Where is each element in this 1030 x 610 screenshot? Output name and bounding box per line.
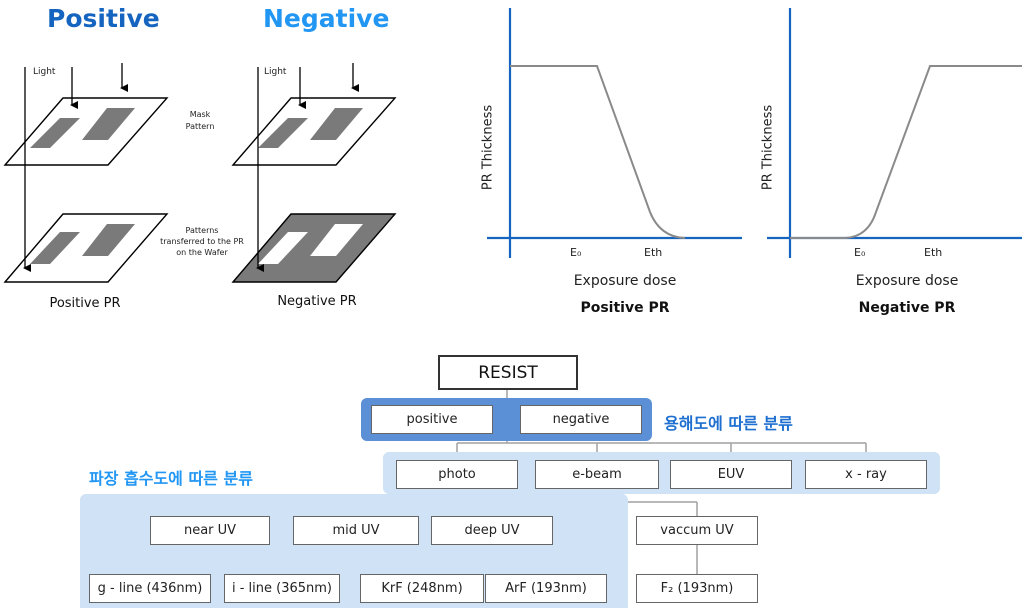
positive-graph-tick-e0: E₀ (570, 246, 582, 259)
tree-node-negative: negative (520, 405, 642, 434)
negative-graph-tick-e0: E₀ (854, 246, 866, 259)
positive-graph-xlabel: Exposure dose (573, 273, 677, 289)
light-label-negative: Light (264, 67, 287, 77)
positive-wafer-plate (3, 213, 169, 283)
positive-illustration (3, 63, 169, 283)
tree-node-x-ray: x - ray (805, 460, 927, 489)
positive-graph (487, 8, 742, 258)
negative-mask-pattern-left (258, 118, 308, 148)
tree-node-photo: photo (396, 460, 518, 489)
negative-wafer-plate (231, 213, 397, 283)
tree-node-i-line: i - line (365nm) (224, 574, 340, 603)
absorption-classification-label: 파장 흡수도에 따른 분류 (89, 469, 253, 488)
tree-node-vaccum-uv: vaccum UV (636, 516, 758, 545)
negative-wafer-pattern-right (310, 224, 363, 256)
negative-wafer-pattern-left (258, 232, 308, 264)
positive-wafer-pattern-right (82, 224, 135, 256)
tree-root-resist: RESIST (438, 355, 578, 390)
tree-node-mid-uv: mid UV (293, 516, 419, 545)
tree-node-e-beam: e-beam (535, 460, 659, 489)
tree-node-deep-uv: deep UV (431, 516, 553, 545)
solubility-classification-label: 용해도에 따른 분류 (664, 414, 793, 433)
negative-pr-caption: Negative PR (277, 294, 357, 309)
positive-graph-curve (510, 65, 686, 239)
negative-graph (767, 8, 1022, 258)
positive-title: Positive (47, 4, 160, 33)
positive-mask-plate (3, 97, 169, 166)
positive-wafer-pattern-left (30, 232, 80, 264)
negative-graph-tick-eth: Eth (924, 246, 943, 259)
positive-mask-pattern-right (82, 108, 135, 140)
negative-graph-caption: Negative PR (858, 300, 956, 316)
positive-pr-caption: Positive PR (49, 296, 121, 311)
tree-node-g-line: g - line (436nm) (89, 574, 211, 603)
tree-node-krf: KrF (248nm) (360, 574, 484, 603)
negative-mask-pattern-right (310, 108, 363, 140)
tree-node-positive: positive (371, 405, 493, 434)
mask-pattern-label: Mask Pattern (185, 110, 215, 131)
negative-graph-curve (790, 65, 1022, 239)
positive-graph-ylabel: PR Thickness (480, 104, 496, 191)
tree-node-near-uv: near UV (150, 516, 270, 545)
negative-mask-plate (231, 97, 397, 166)
negative-graph-xlabel: Exposure dose (855, 273, 959, 289)
tree-node-euv: EUV (670, 460, 792, 489)
negative-title: Negative (263, 4, 390, 33)
positive-graph-tick-eth: Eth (644, 246, 663, 259)
positive-mask-pattern-left (30, 118, 80, 148)
light-label-positive: Light (33, 67, 56, 77)
tree-node-f2: F₂ (193nm) (636, 574, 758, 603)
tree-node-arf: ArF (193nm) (485, 574, 607, 603)
transfer-label: Patterns transferred to the PR on the Wa… (160, 226, 244, 257)
negative-graph-ylabel: PR Thickness (760, 104, 776, 191)
negative-illustration (231, 63, 397, 283)
positive-graph-caption: Positive PR (580, 300, 670, 316)
